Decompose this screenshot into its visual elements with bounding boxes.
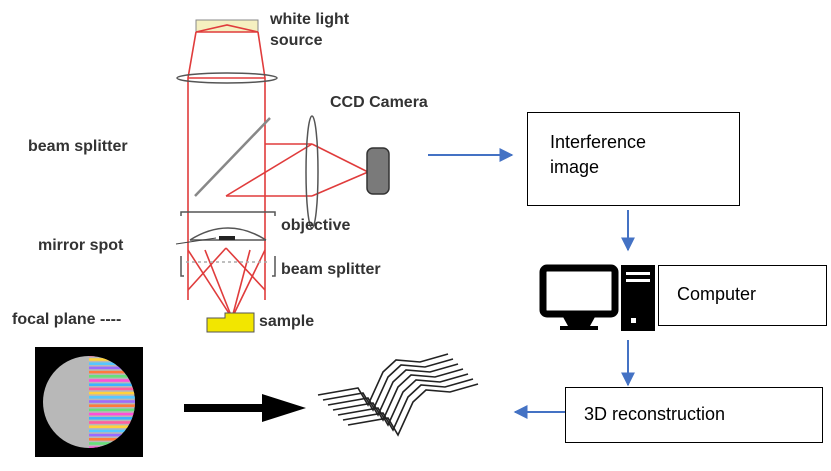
mirror-spot-marker [219,236,235,240]
label-focal-plane: focal plane ---- [12,311,122,328]
label-beam-splitter-upper: beam splitter [28,138,128,155]
label-mirror-spot: mirror spot [38,237,124,254]
label-sample: sample [259,313,315,330]
ccd-camera-icon [366,147,390,195]
label-beam-splitter-lower: beam splitter [281,261,381,278]
interference-image-line1: Interference [550,132,647,152]
reconstruction-box: 3D reconstruction [565,387,823,443]
beam-splitter-plate [194,117,271,197]
mirror-spot-pointer [175,237,217,245]
3d-surface-icon [317,353,479,437]
label-objective: objective [281,217,351,234]
big-flow-arrow [184,394,306,422]
label-white-light: white light [270,11,350,28]
interference-image-box: Interference image [527,112,740,206]
interference-image-line2: image [550,157,600,177]
collimator-lens [176,72,278,84]
label-source: source [270,32,323,49]
computer-label: Computer [677,284,757,304]
objective-assembly [180,211,276,277]
computer-box: Computer [658,265,827,326]
label-ccd-camera: CCD Camera [330,94,428,111]
flow-arrows [428,148,635,419]
camera-lens [305,115,319,229]
sample-block [206,312,255,333]
interference-fringe-icon [35,347,143,457]
reconstruction-label: 3D reconstruction [584,404,726,424]
desktop-computer-icon [539,264,655,331]
